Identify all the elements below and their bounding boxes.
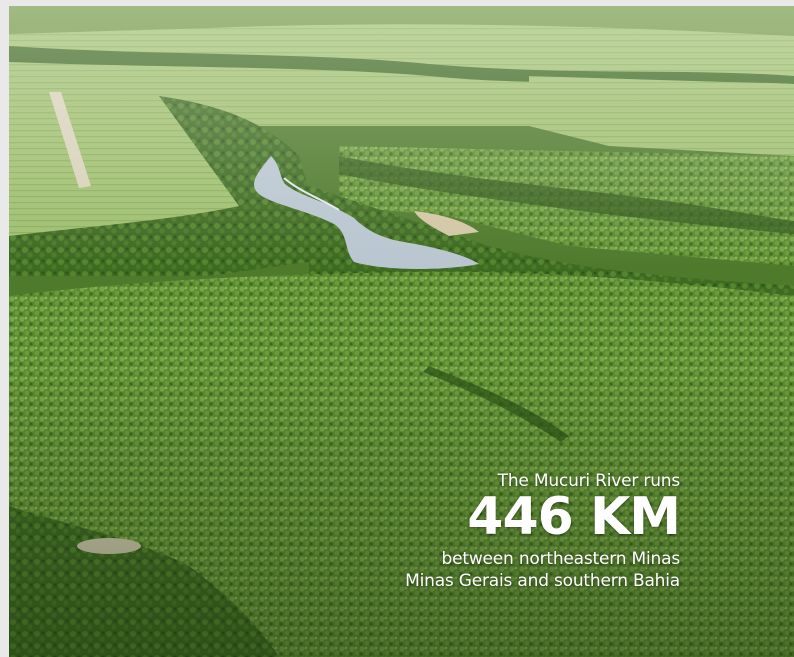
caption-line-3: Minas Gerais and southern Bahia (405, 571, 680, 591)
aerial-photo: The Mucuri River runs 446 KM between nor… (9, 6, 794, 657)
caption-block: The Mucuri River runs 446 KM between nor… (405, 470, 681, 592)
caption-line-2: between northeastern Minas (441, 549, 681, 569)
vignette-shade (9, 6, 794, 657)
caption-highlight-distance: 446 KM (467, 487, 681, 547)
caption-line-1: The Mucuri River runs (497, 471, 681, 491)
landscape-illustration (9, 6, 794, 657)
